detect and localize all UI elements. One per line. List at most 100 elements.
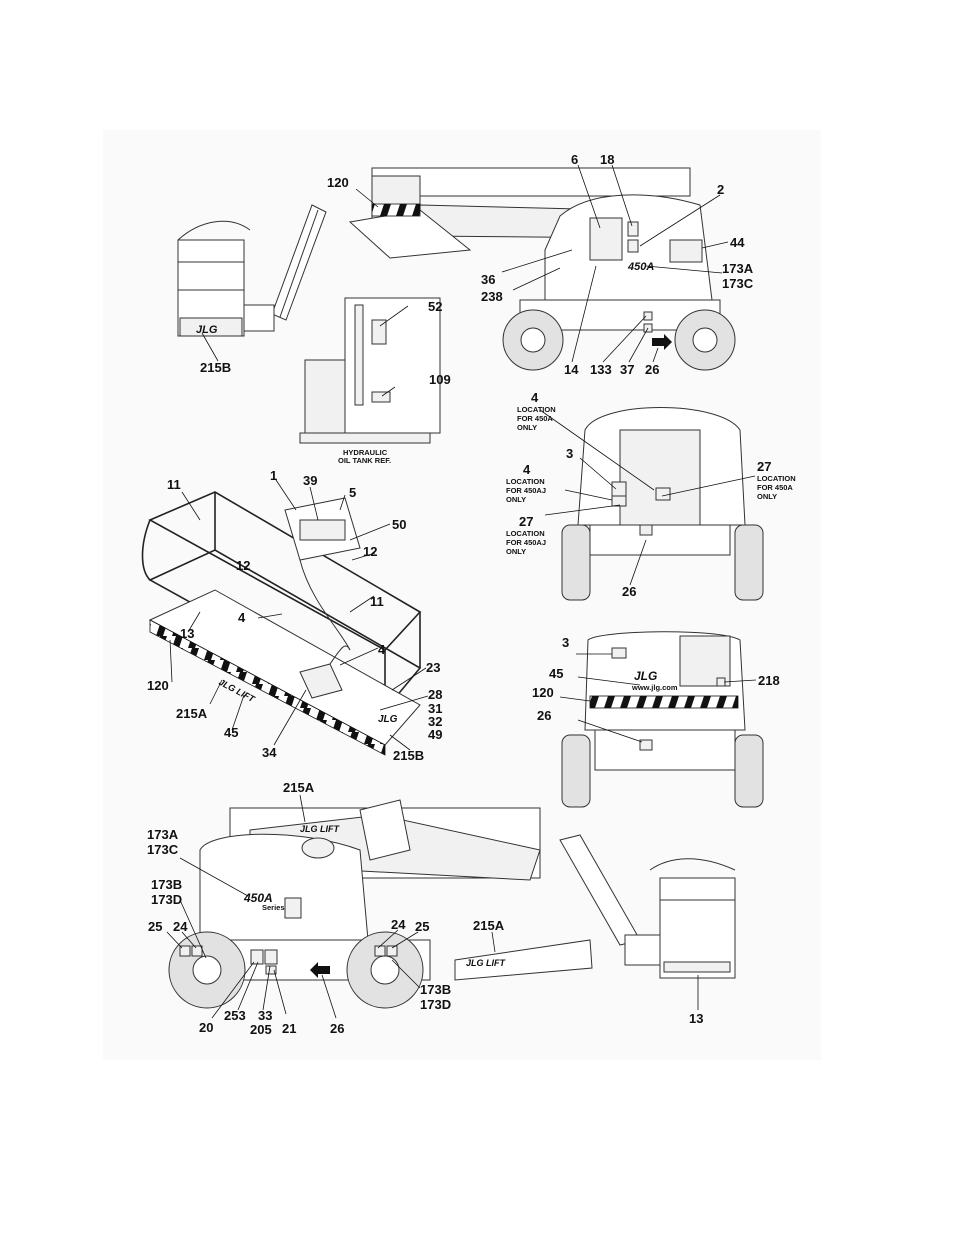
callout-11-basket-b: 11 [370, 594, 384, 609]
jlg-logo-decal-platform: JLG [378, 714, 398, 725]
callout-32: 32 [428, 714, 442, 729]
callout-4-rear-b: 4 [523, 462, 531, 477]
callout-26-bottom: 26 [330, 1021, 344, 1036]
leader-lines [166, 164, 757, 1019]
callout-26-front: 26 [537, 708, 551, 723]
location-note-450aj-6: ONLY [506, 547, 526, 556]
callout-12-basket-b: 12 [236, 558, 250, 573]
callout-120-basket: 120 [147, 678, 169, 693]
callout-36: 36 [481, 272, 495, 287]
callout-215A-bottom: 215A [283, 780, 315, 795]
callout-215B-top: 215B [200, 360, 231, 375]
callout-39: 39 [303, 473, 317, 488]
callout-33: 33 [258, 1008, 272, 1023]
hydraulic-note-2: OIL TANK REF. [338, 456, 391, 465]
callout-2: 2 [717, 182, 724, 197]
callout-253: 253 [224, 1008, 246, 1023]
callout-120-front: 120 [532, 685, 554, 700]
callout-173B-bottom-left: 173B [151, 877, 182, 892]
callout-120-top: 120 [327, 175, 349, 190]
model-decal-bottom: 450A [243, 891, 273, 905]
callout-27-rear-a: 27 [757, 459, 771, 474]
view-machine-front: JLG www.jlg.com [561, 631, 764, 808]
callout-173A-top: 173A [722, 261, 754, 276]
callout-215A-basket: 215A [176, 706, 208, 721]
callout-37: 37 [620, 362, 634, 377]
hydraulic-note-1: HYDRAULIC [343, 448, 388, 457]
view-hydraulic-tank [299, 297, 441, 444]
direction-arrow-icon [652, 334, 672, 350]
series-decal: Series II [262, 903, 291, 912]
view-machine-bottom: JLG LIFT 450A Series II JLG LIFT [168, 799, 736, 1009]
view-platform-basket: JLG LIFT JLG [141, 491, 422, 756]
callout-173B-bottom-right: 173B [420, 982, 451, 997]
callout-3-front: 3 [562, 635, 569, 650]
callout-23: 23 [426, 660, 440, 675]
callout-labels: 120 6 18 2 44 36 173A 173C 238 14 133 37… [147, 152, 796, 1037]
location-note-450a-4: LOCATION [757, 474, 796, 483]
callout-45-basket: 45 [224, 725, 238, 740]
callout-20: 20 [199, 1020, 213, 1035]
jlg-logo-decal-front: JLG [634, 669, 657, 683]
callout-11-basket-a: 11 [167, 477, 181, 492]
location-note-450a-2: FOR 450A [517, 414, 553, 423]
callout-52: 52 [428, 299, 442, 314]
model-decal: 450A [627, 261, 654, 273]
callout-4-basket-b: 4 [378, 642, 386, 657]
callout-173A-bottom: 173A [147, 827, 179, 842]
callout-173D-bottom-left: 173D [151, 892, 182, 907]
callout-4-rear-a: 4 [531, 390, 539, 405]
callout-27-rear-b: 27 [519, 514, 533, 529]
jlg-lift-decal-inset: JLG LIFT [466, 958, 506, 968]
callout-215B-basket: 215B [393, 748, 424, 763]
callout-44: 44 [730, 235, 745, 250]
callout-25-right: 25 [415, 919, 429, 934]
hazard-stripe-icon [589, 695, 739, 709]
callout-31: 31 [428, 701, 442, 716]
view-machine-top: JLG 450A [177, 167, 736, 371]
location-note-450a-3: ONLY [517, 423, 537, 432]
callout-215A-inset: 215A [473, 918, 505, 933]
hazard-stripe-icon [149, 619, 386, 756]
callout-49: 49 [428, 727, 442, 742]
callout-28: 28 [428, 687, 442, 702]
callout-50: 50 [392, 517, 406, 532]
callout-3-rear: 3 [566, 446, 573, 461]
callout-26-top: 26 [645, 362, 659, 377]
callout-218: 218 [758, 673, 780, 688]
callout-45-front: 45 [549, 666, 563, 681]
callout-25-left: 25 [148, 919, 162, 934]
callout-13-basket: 13 [180, 626, 194, 641]
callout-173C-bottom: 173C [147, 842, 179, 857]
callout-14: 14 [564, 362, 579, 377]
callout-1: 1 [270, 468, 277, 483]
location-note-450aj-4: LOCATION [506, 529, 545, 538]
callout-133: 133 [590, 362, 612, 377]
callout-34: 34 [262, 745, 277, 760]
callout-6: 6 [571, 152, 578, 167]
callout-173D-bottom-right: 173D [420, 997, 451, 1012]
location-note-450aj-2: FOR 450AJ [506, 486, 546, 495]
callout-4-basket-a: 4 [238, 610, 246, 625]
location-note-450aj-5: FOR 450AJ [506, 538, 546, 547]
callout-26-rear: 26 [622, 584, 636, 599]
website-decal: www.jlg.com [631, 683, 678, 692]
view-machine-rear [561, 407, 764, 601]
callout-205: 205 [250, 1022, 272, 1037]
callout-173C-top: 173C [722, 276, 754, 291]
location-note-450aj-1: LOCATION [506, 477, 545, 486]
location-note-450a-1: LOCATION [517, 405, 556, 414]
direction-arrow-icon [310, 962, 330, 978]
location-note-450aj-3: ONLY [506, 495, 526, 504]
callout-13-bottom: 13 [689, 1011, 703, 1026]
callout-5: 5 [349, 485, 356, 500]
jlg-logo-decal: JLG [196, 324, 218, 336]
callout-109: 109 [429, 372, 451, 387]
callout-12-basket-a: 12 [363, 544, 377, 559]
callout-238: 238 [481, 289, 503, 304]
callout-24-right: 24 [391, 917, 406, 932]
location-note-450a-6: ONLY [757, 492, 777, 501]
callout-18: 18 [600, 152, 614, 167]
jlg-lift-decal-boom: JLG LIFT [300, 824, 340, 834]
